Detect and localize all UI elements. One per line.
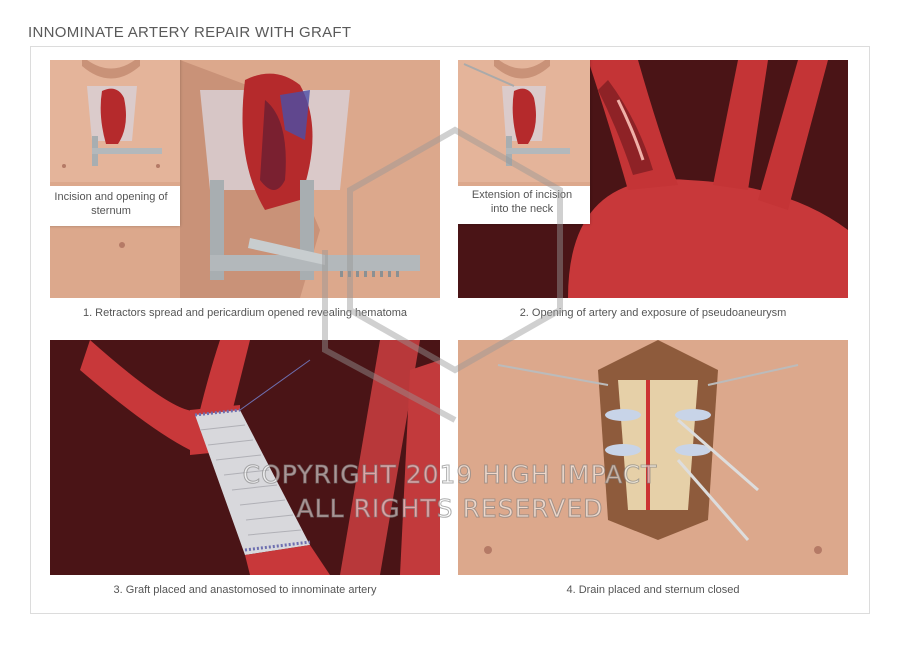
panel-2-inset: Extension of incision into the neck <box>458 60 590 224</box>
page-title: INNOMINATE ARTERY REPAIR WITH GRAFT <box>28 24 352 41</box>
panel-3-illustration <box>50 340 440 575</box>
panel-1-caption: 1. Retractors spread and pericardium ope… <box>82 307 408 319</box>
panel-2-inset-label: Extension of incision into the neck <box>458 186 590 224</box>
panel-1-inset: Incision and opening of sternum <box>50 60 180 226</box>
panel-4-caption: 4. Drain placed and sternum closed <box>566 584 740 596</box>
watermark-line-1: COPYRIGHT 2019 HIGH IMPACT <box>242 460 658 490</box>
panel-1-inset-label: Incision and opening of sternum <box>50 186 180 226</box>
panel-1-illustration: Incision and opening of sternum <box>50 60 440 298</box>
panel-2-illustration: Extension of incision into the neck <box>458 60 848 298</box>
panel-2-caption: 2. Opening of artery and exposure of pse… <box>519 307 787 319</box>
watermark-line-2: ALL RIGHTS RESERVED <box>296 494 604 524</box>
panel-4-illustration <box>458 340 848 575</box>
figure-frame <box>30 46 870 614</box>
panel-3-caption: 3. Graft placed and anastomosed to innom… <box>113 584 377 596</box>
